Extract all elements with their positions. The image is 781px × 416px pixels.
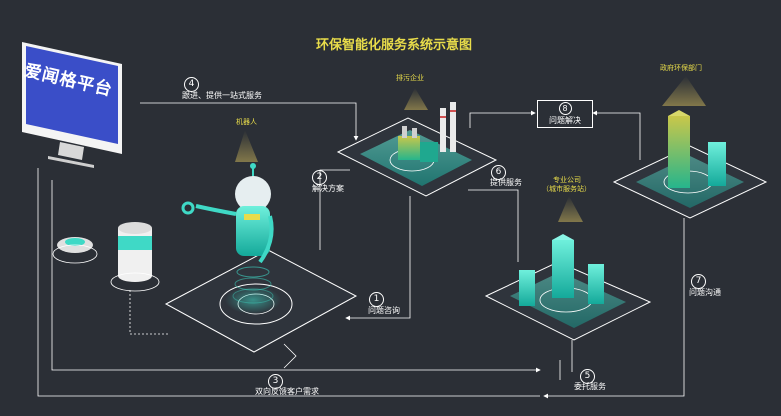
step-3-label: 双向反馈客户需求 [255, 387, 319, 396]
cylinder-device-icon [110, 222, 160, 292]
factory-icon [398, 102, 456, 162]
step-6-label: 提供服务 [490, 178, 522, 187]
step-2-label: 解决方案 [312, 184, 344, 193]
step-5-label: 委托服务 [574, 382, 606, 391]
step-7-badge: 7 [691, 274, 706, 289]
company-beam [558, 196, 583, 222]
step-6-badge: 6 [491, 165, 506, 180]
page-title: 环保智能化服务系统示意图 [316, 38, 473, 53]
step-2-badge: 2 [312, 170, 327, 185]
polluter-label: 排污企业 [396, 74, 424, 82]
robot-label: 机器人 [236, 118, 257, 126]
step-1-badge: 1 [369, 292, 384, 307]
company-buildings-icon [519, 234, 604, 306]
connection-lines [37, 102, 685, 399]
step-8-label: 问题解决 [549, 116, 581, 125]
government-beam [662, 76, 706, 106]
government-buildings-icon [668, 110, 726, 188]
robot-icon [181, 163, 281, 314]
step-5-badge: 5 [580, 369, 595, 384]
step-4-badge: 4 [184, 77, 199, 92]
step-3-badge: 3 [268, 374, 283, 389]
step-4-label: 跟进、提供一站式服务 [182, 91, 262, 100]
step-7-label: 问题沟通 [689, 288, 721, 297]
polluter-beam [404, 88, 428, 110]
monitor-icon [22, 42, 122, 168]
government-label: 政府环保部门 [660, 64, 702, 72]
problem-solved-box: 8 问题解决 [537, 100, 593, 128]
company-label-line2: （城市服务站） [542, 185, 591, 193]
company-label-line1: 专业公司 [553, 176, 581, 184]
step-1-label: 问题咨询 [368, 306, 400, 315]
sensor-device-icon [52, 237, 98, 264]
robot-beam [235, 130, 258, 162]
step-8-badge: 8 [558, 102, 572, 115]
